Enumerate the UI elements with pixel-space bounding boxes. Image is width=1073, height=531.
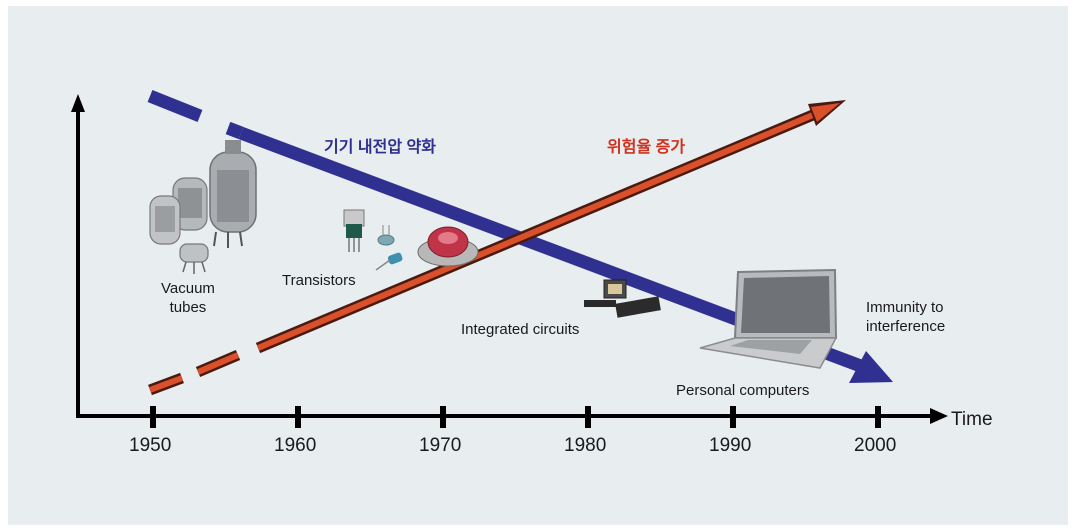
immunity-label: Immunity to interference bbox=[866, 299, 946, 335]
axes bbox=[71, 94, 948, 428]
y-axis-arrowhead bbox=[71, 94, 85, 112]
integrated-circuits-label: Integrated circuits bbox=[461, 321, 580, 338]
x-tick-label: 1990 bbox=[709, 435, 752, 456]
x-tick-label: 1950 bbox=[129, 435, 172, 456]
increasing-trend-arrow bbox=[148, 100, 846, 396]
vacuum-tubes-image bbox=[149, 140, 257, 274]
increasing-trend-label: 위험율 증가 bbox=[607, 139, 686, 156]
integrated-circuits-image bbox=[584, 279, 661, 318]
x-tick-label: 1970 bbox=[419, 435, 462, 456]
x-tick-label: 1960 bbox=[274, 435, 317, 456]
laptop-image bbox=[699, 268, 838, 369]
transistors-image bbox=[343, 209, 479, 271]
x-axis-label: Time bbox=[951, 409, 993, 430]
vacuum-tubes-label: Vacuum tubes bbox=[161, 280, 215, 316]
personal-computers-label: Personal computers bbox=[676, 382, 810, 399]
transistors-label: Transistors bbox=[282, 272, 356, 289]
x-tick-label: 2000 bbox=[854, 435, 897, 456]
decreasing-trend-label: 기기 내전압 약화 bbox=[324, 139, 436, 156]
x-axis-arrowhead bbox=[930, 408, 948, 424]
x-tick-label: 1980 bbox=[564, 435, 607, 456]
